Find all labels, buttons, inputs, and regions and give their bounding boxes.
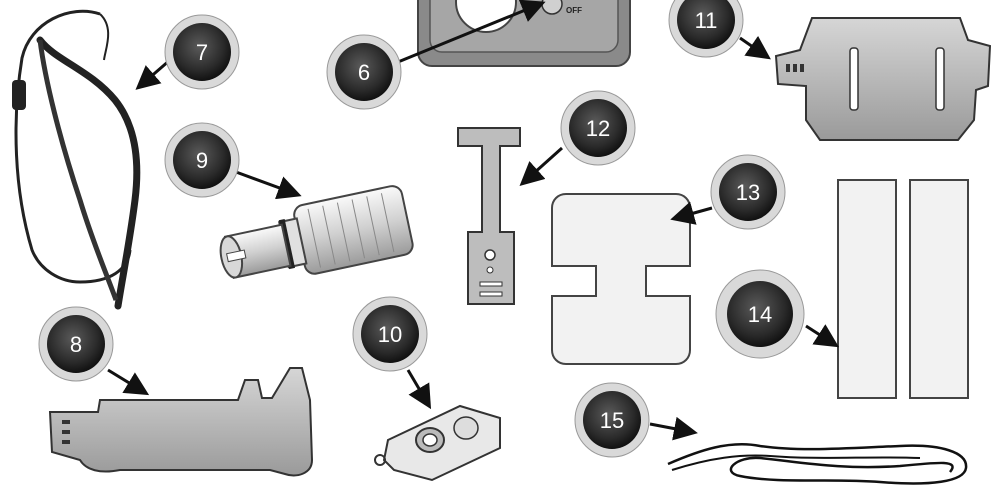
adhesive-strips [838, 180, 968, 398]
arrow-15 [650, 424, 692, 432]
callout-badge-7: 7 [165, 15, 239, 89]
cable [668, 444, 966, 483]
callout-badge-9: 9 [165, 123, 239, 197]
callout-badge-12: 12 [561, 91, 635, 165]
arrow-10 [408, 370, 428, 404]
arrow-9 [236, 172, 296, 194]
callout-number: 12 [586, 116, 610, 141]
callout-number: 10 [378, 322, 402, 347]
switch-knob-icon [542, 0, 562, 14]
lanyard-clip-icon [12, 80, 26, 110]
small-clip [375, 406, 500, 480]
callout-number: 15 [600, 408, 624, 433]
adhesive-pad [552, 194, 690, 364]
callout-number: 13 [736, 180, 760, 205]
callout-badge-8: 8 [39, 307, 113, 381]
switch-off-label: OFF [566, 6, 582, 15]
cylinder-adapter [214, 184, 414, 292]
callout-number: 8 [70, 332, 82, 357]
callout-badge-6: 6 [327, 35, 401, 109]
bottom-mount-clip [50, 368, 312, 475]
callout-number: 7 [196, 40, 208, 65]
callout-number: 11 [695, 8, 718, 33]
callout-badge-15: 15 [575, 383, 649, 457]
arrow-7 [140, 60, 170, 86]
arrow-12 [524, 148, 562, 182]
callout-number: 14 [748, 302, 772, 327]
callout-number: 6 [358, 60, 370, 85]
callout-badge-11: 11 [669, 0, 743, 57]
holster-mount [776, 18, 990, 140]
callout-badge-10: 10 [353, 297, 427, 371]
callout-badge-13: 13 [711, 155, 785, 229]
arrow-8 [108, 370, 144, 392]
pull-tab [458, 128, 520, 304]
arrow-11 [740, 38, 766, 56]
arrow-14 [806, 326, 834, 344]
callout-badge-14: 14 [716, 270, 804, 358]
callout-number: 9 [196, 148, 208, 173]
lanyard-strap [12, 11, 137, 306]
